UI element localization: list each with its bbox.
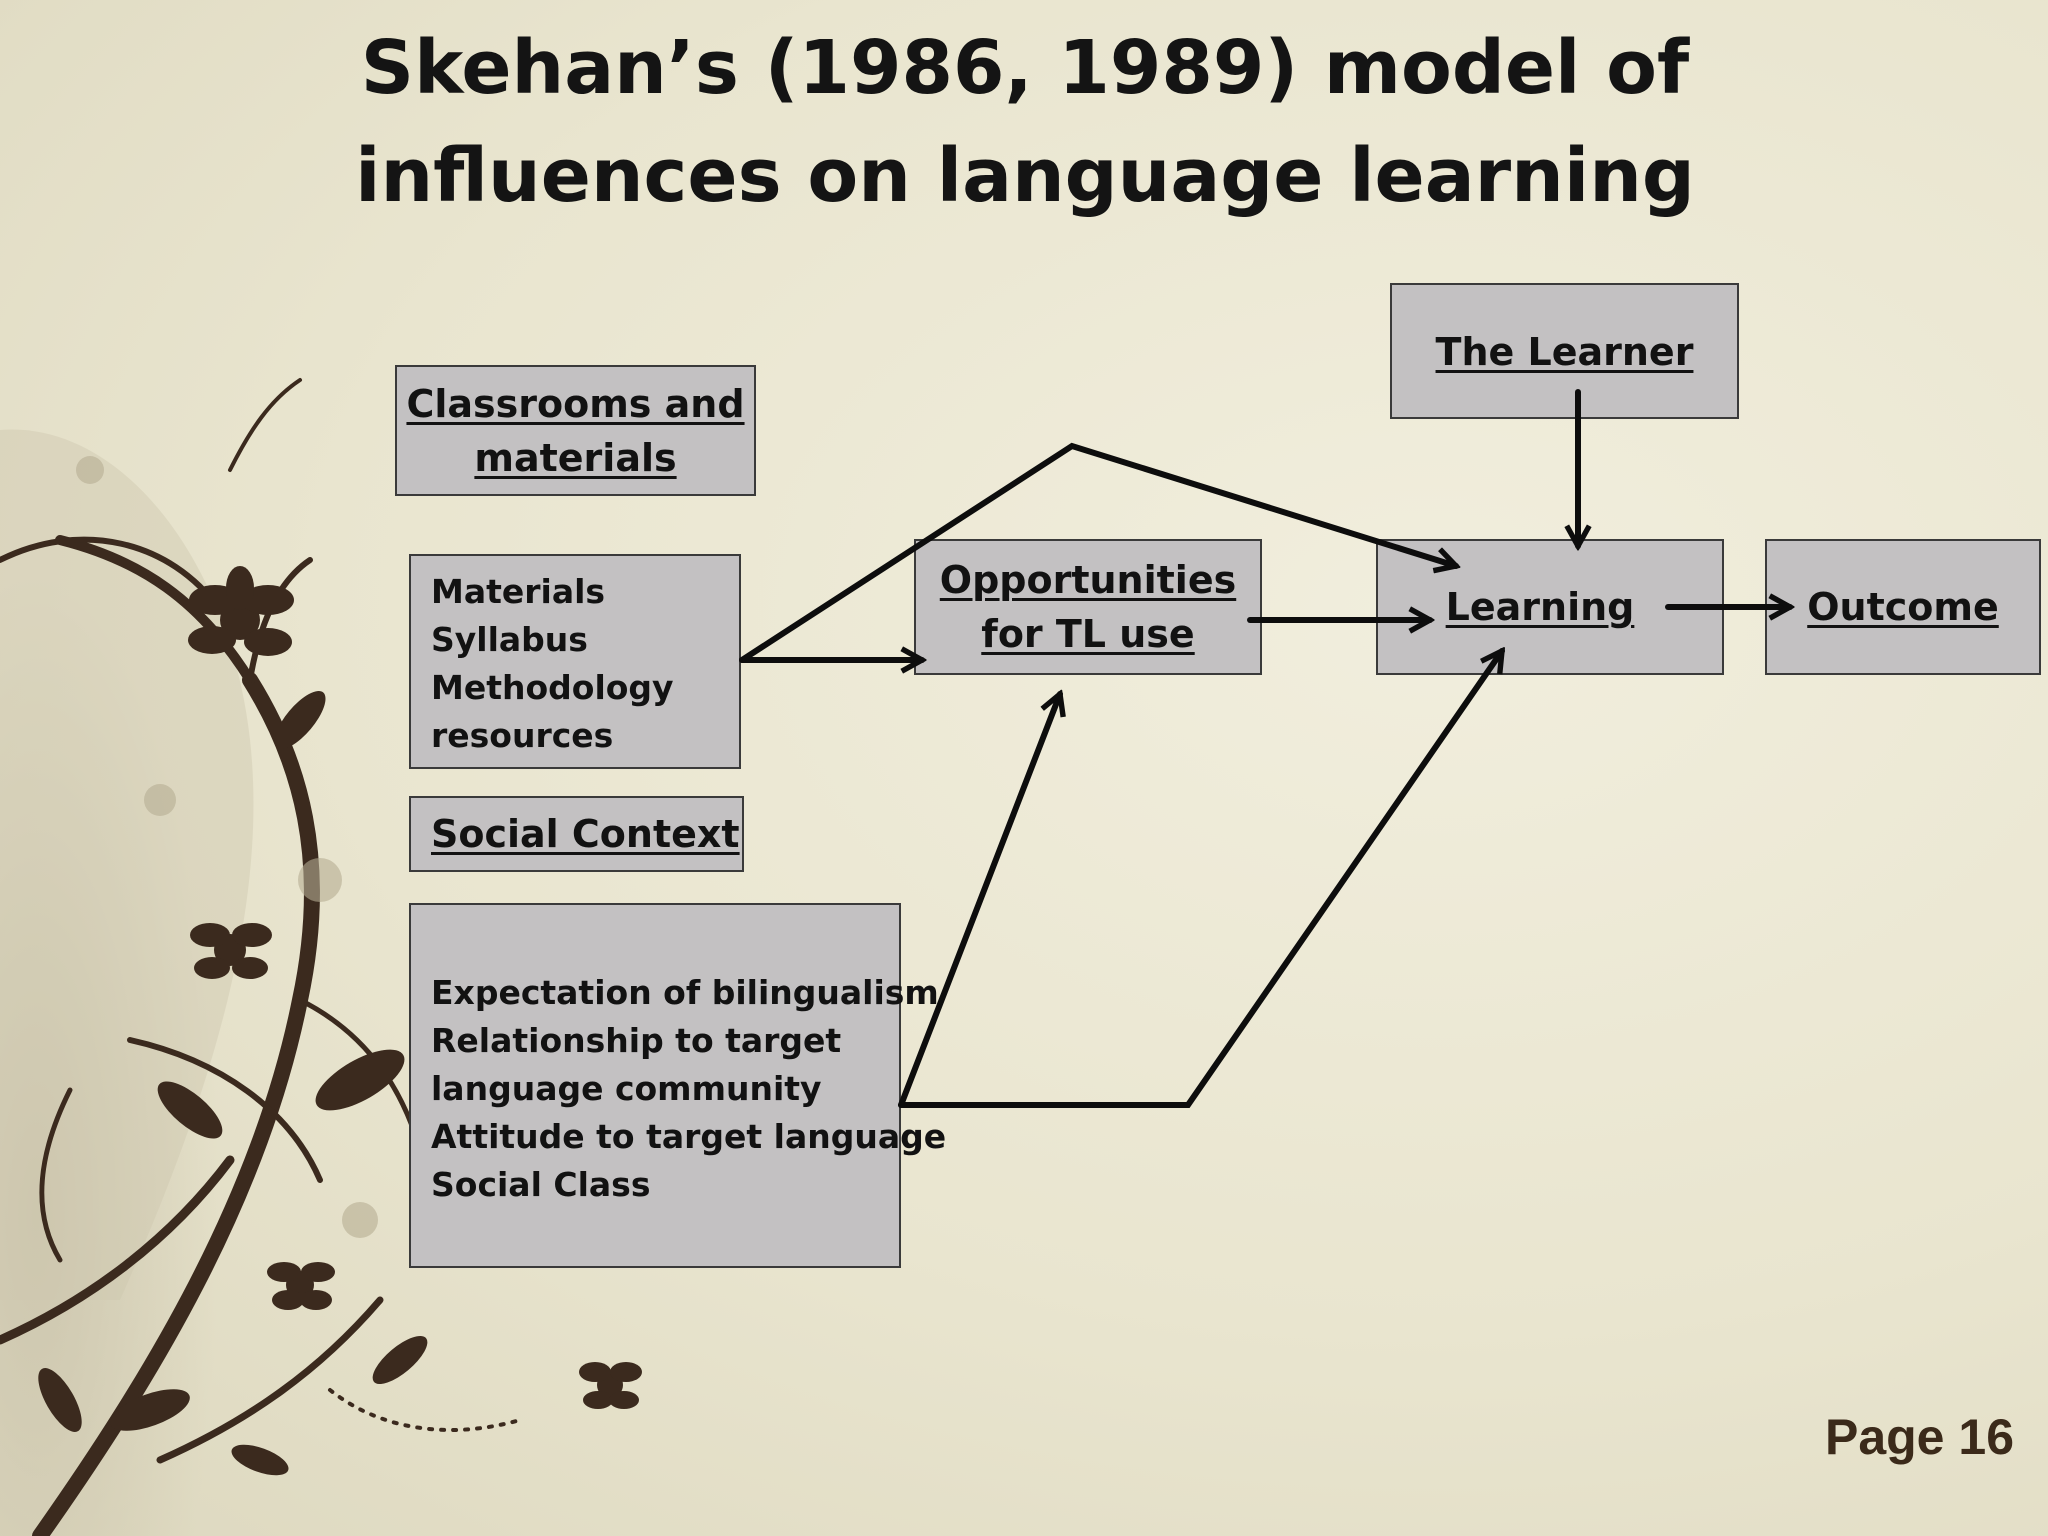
- slide-title-line-2: influences on language learning: [355, 133, 1695, 219]
- materials-list-item: resources: [431, 716, 614, 755]
- materials-list-box: Materials Syllabus Methodology resources: [409, 554, 741, 769]
- social-factor-item: Expectation of bilingualism: [431, 973, 939, 1012]
- social-factor-item: Relationship to target: [431, 1021, 842, 1060]
- outcome-label: Outcome: [1807, 585, 1999, 629]
- slide-title-line-1: Skehan’s (1986, 1989) model of: [360, 25, 1690, 111]
- slide-title: Skehan’s (1986, 1989) model of influence…: [300, 14, 1750, 230]
- opportunities-line-1: Opportunities: [939, 558, 1237, 602]
- learning-label: Learning: [1445, 585, 1635, 629]
- page-number: Page 16: [1824, 1409, 2014, 1465]
- social-factor-item: Attitude to target language: [431, 1117, 947, 1156]
- classrooms-materials-line-1: Classrooms and: [406, 381, 745, 426]
- opportunities-line-2: for TL use: [981, 612, 1195, 656]
- classrooms-materials-box: Classrooms and materials: [395, 365, 756, 496]
- social-factors-box: Expectation of bilingualism Relationship…: [409, 903, 947, 1268]
- outcome-box: Outcome: [1765, 539, 2041, 675]
- learner-label: The Learner: [1435, 330, 1694, 374]
- materials-list-item: Materials: [431, 572, 606, 611]
- social-factor-item: Social Class: [431, 1165, 651, 1204]
- materials-list-item: Syllabus: [431, 620, 588, 659]
- classrooms-materials-line-2: materials: [474, 435, 677, 480]
- social-context-label: Social Context: [431, 812, 740, 856]
- learner-box: The Learner: [1390, 283, 1739, 419]
- learning-box: Learning: [1376, 539, 1724, 675]
- social-context-box: Social Context: [409, 796, 744, 872]
- opportunities-box: Opportunities for TL use: [914, 539, 1262, 675]
- social-factor-item: language community: [431, 1069, 822, 1108]
- materials-list-item: Methodology: [431, 668, 674, 707]
